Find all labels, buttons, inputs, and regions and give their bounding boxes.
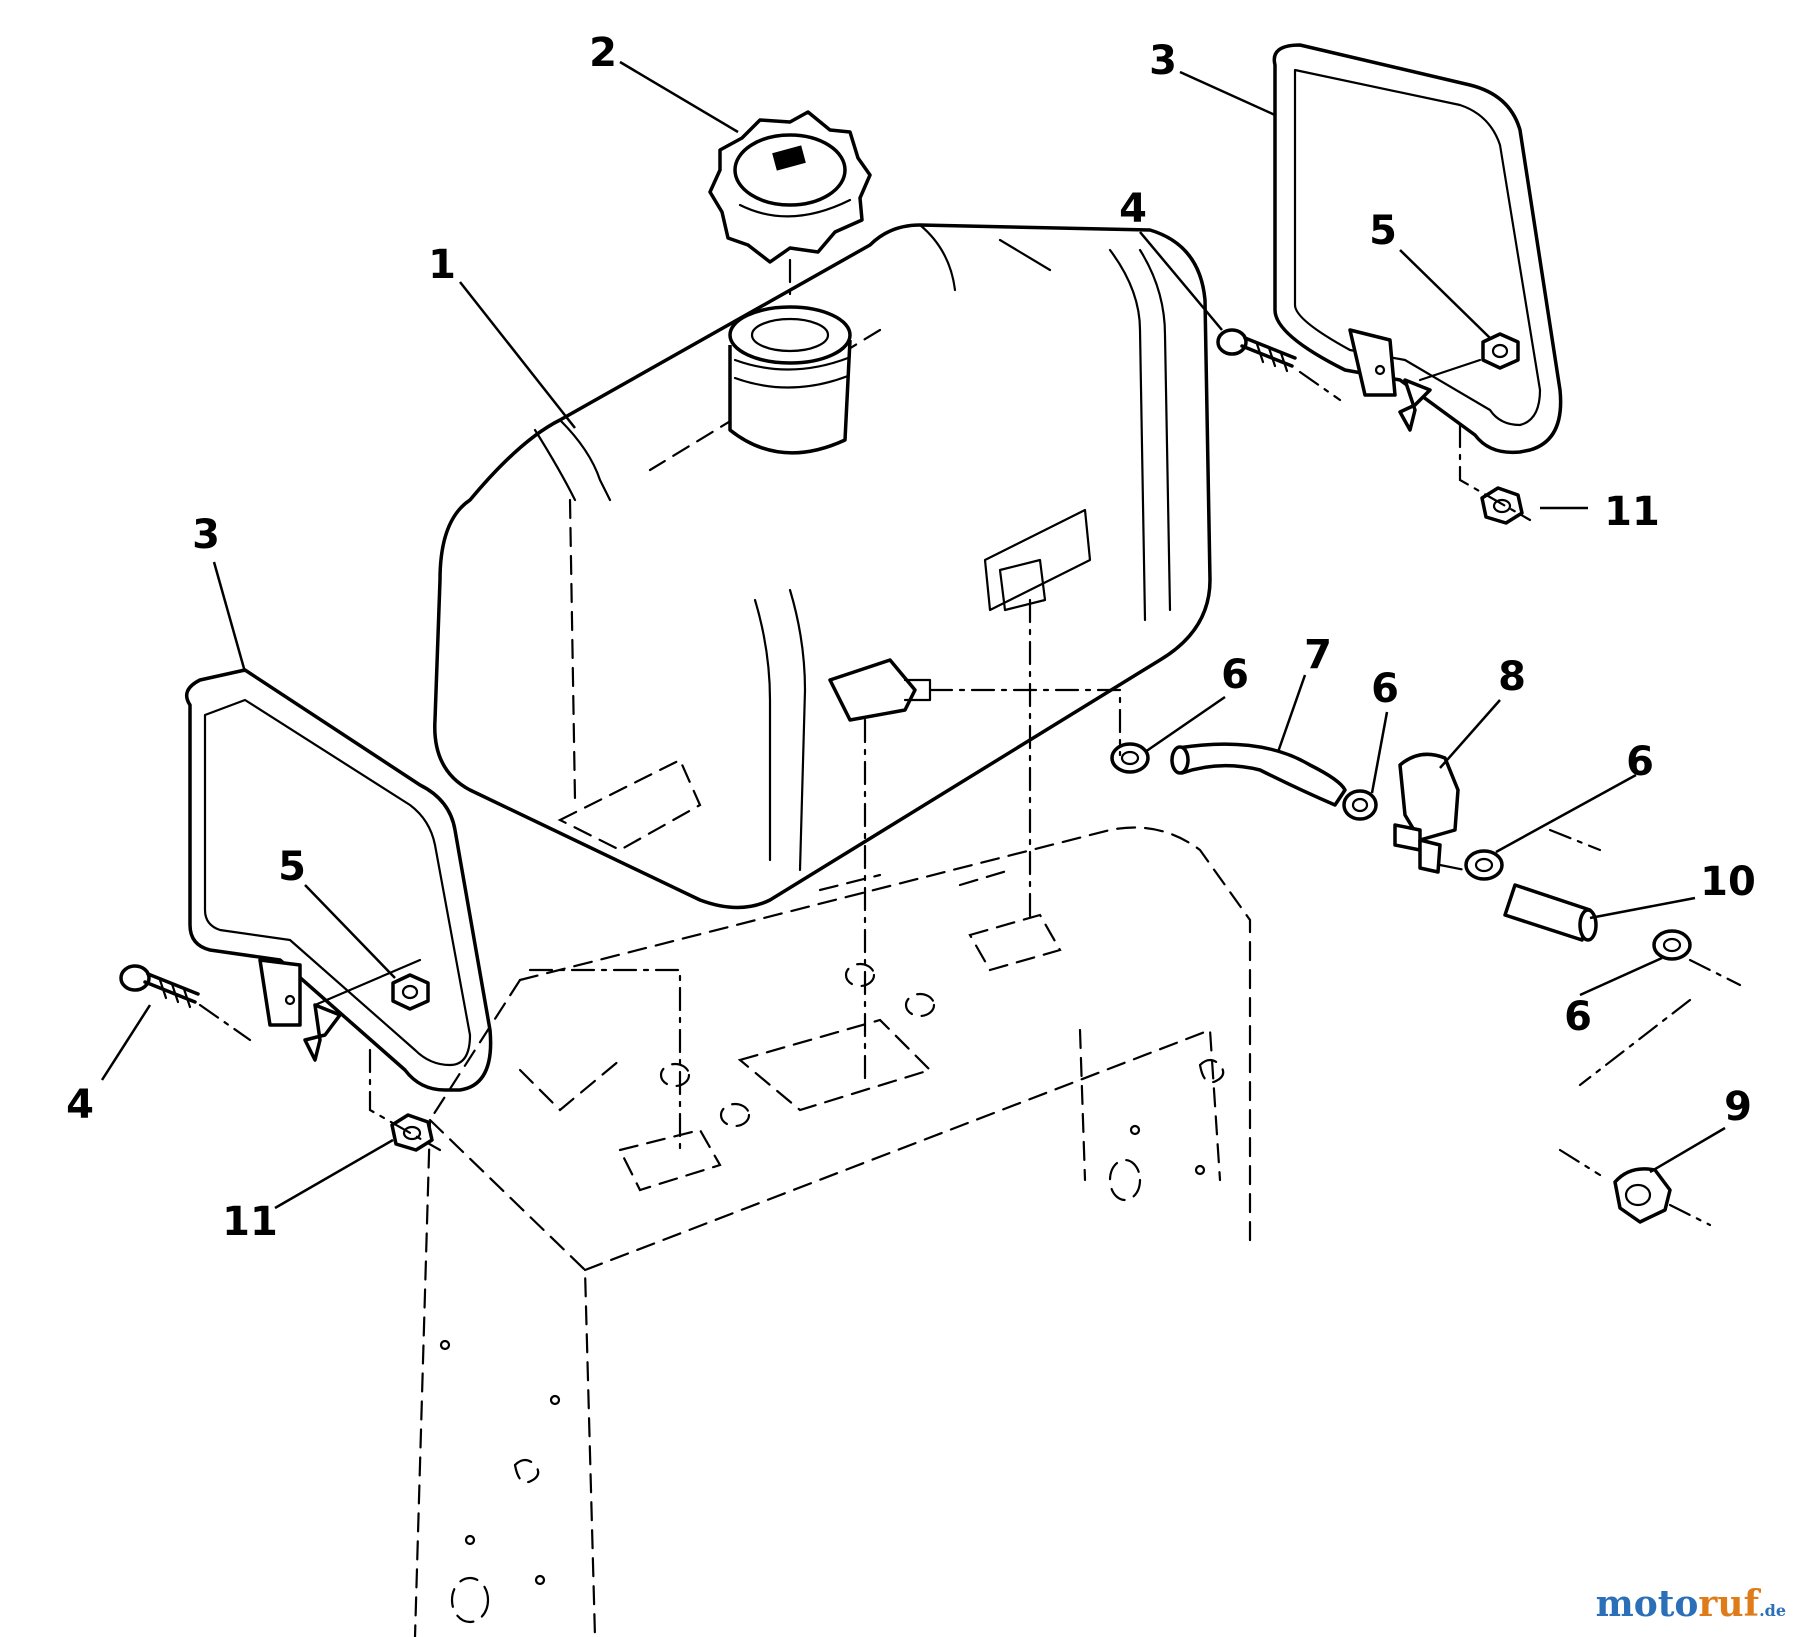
right-lower-nut: [1480, 486, 1524, 525]
chassis-frame: [413, 826, 1252, 1637]
carburetor-fitting: [1613, 1167, 1672, 1224]
watermark-suffix: .de: [1759, 1601, 1786, 1620]
watermark-part2: ruf: [1698, 1583, 1760, 1625]
leader-lines: [100, 60, 1726, 1210]
callout-4-right: 4: [1119, 186, 1147, 232]
callout-1: 1: [428, 242, 456, 288]
callout-2: 2: [589, 30, 617, 76]
callout-11-left: 11: [222, 1199, 278, 1245]
fuel-hose-short: [1503, 883, 1598, 942]
right-bolt: [1216, 328, 1297, 373]
right-strap-nut: [1481, 332, 1520, 370]
hose-clamp-2: [1342, 789, 1378, 821]
left-tank-strap: [184, 668, 493, 1092]
left-strap-nut: [391, 973, 430, 1011]
callout-3-left: 3: [192, 512, 220, 558]
callout-5-right: 5: [1369, 208, 1397, 254]
left-lower-nut: [390, 1113, 434, 1152]
callout-6-b: 6: [1371, 666, 1399, 712]
callout-10: 10: [1700, 859, 1756, 905]
shutoff-valve: [1393, 752, 1460, 874]
callout-6-d: 6: [1564, 994, 1592, 1040]
callout-7: 7: [1304, 632, 1332, 678]
watermark-logo: motoruf.de: [1596, 1583, 1786, 1625]
callout-6-c: 6: [1626, 739, 1654, 785]
fuel-tank: [433, 223, 1212, 910]
right-tank-strap: [1272, 43, 1563, 455]
fuel-cap: [708, 110, 872, 264]
assembly-lines: [198, 258, 1742, 1227]
callout-4-left: 4: [66, 1082, 94, 1128]
fuel-hose: [1170, 742, 1347, 807]
left-bolt: [119, 964, 200, 1009]
hose-clamp-4: [1652, 929, 1692, 961]
callout-5-left: 5: [278, 844, 306, 890]
hose-clamp-1: [1110, 742, 1150, 774]
callouts: 1 2 3 3 4 4 5 5 6 6 6 6 7 8 9 10 11 11: [66, 30, 1756, 1245]
hose-clamp-3: [1464, 849, 1504, 881]
callout-8: 8: [1498, 654, 1526, 700]
watermark-part1: moto: [1595, 1583, 1699, 1625]
callout-6-a: 6: [1221, 652, 1249, 698]
callout-11-right: 11: [1604, 489, 1660, 535]
callout-9: 9: [1724, 1084, 1752, 1130]
callout-3-right: 3: [1149, 38, 1177, 84]
